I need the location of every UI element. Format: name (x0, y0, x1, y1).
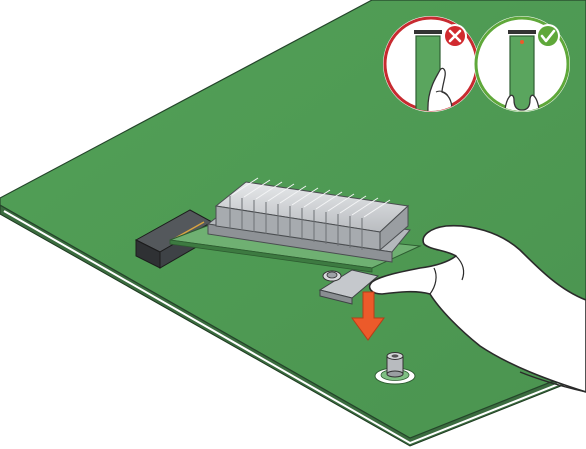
cross-icon (443, 24, 467, 48)
mounting-bracket (318, 269, 380, 305)
installer-hand (368, 224, 586, 393)
incorrect-handling-indicator (383, 16, 479, 112)
heatsink-fins (214, 177, 410, 252)
board-standoff (374, 352, 416, 385)
heatsink-module (169, 177, 422, 305)
down-arrow-icon (351, 291, 385, 341)
check-icon (536, 24, 560, 48)
correct-handling-indicator (474, 16, 570, 112)
